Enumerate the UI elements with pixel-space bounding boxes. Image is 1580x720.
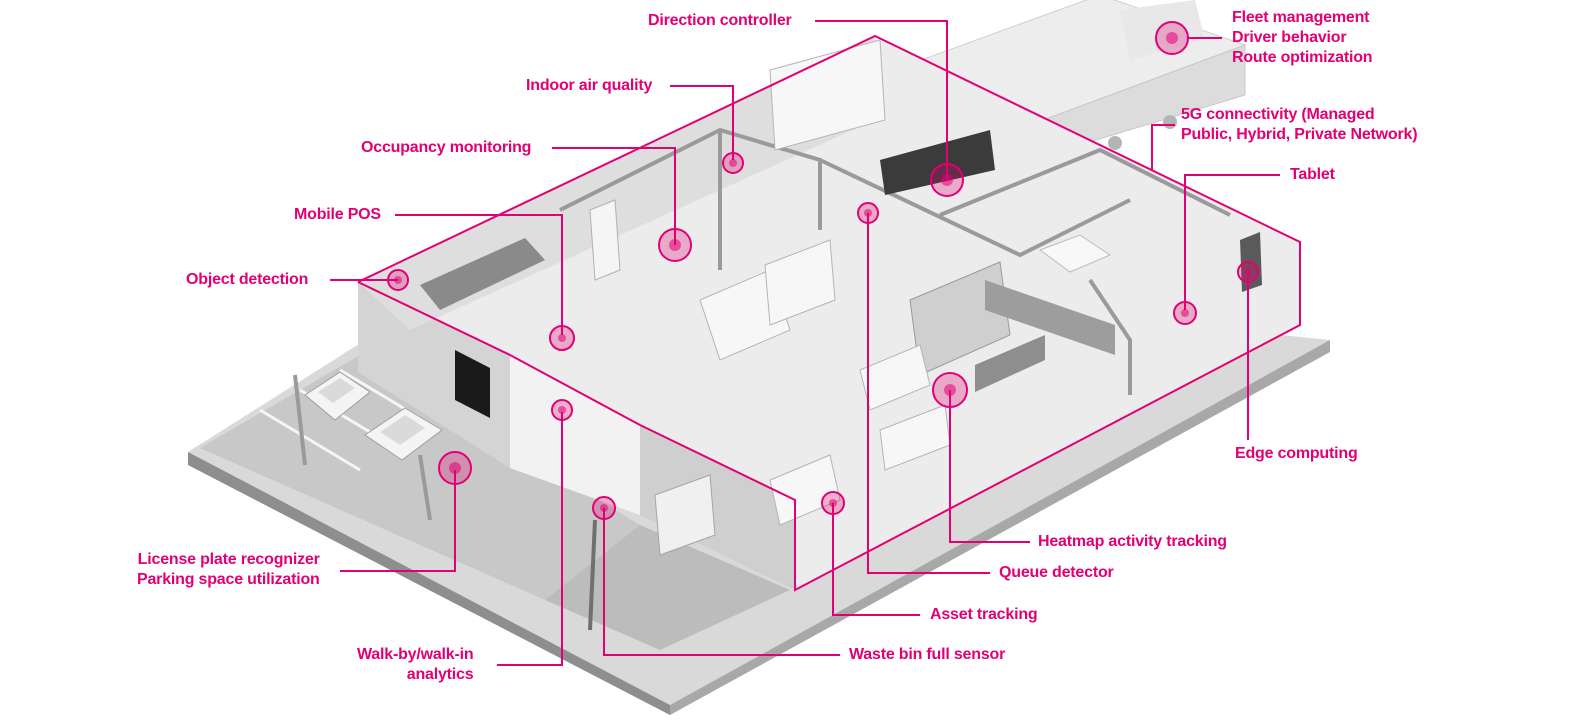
label-route-optimization: Route optimization — [1232, 49, 1373, 66]
label-walk-by-line-1: Walk-by/walk-in — [357, 646, 474, 663]
hotspot-direction-controller — [930, 163, 964, 197]
label-direction-controller: Direction controller — [648, 12, 792, 29]
hotspot-queue-detector — [857, 202, 879, 224]
parking-lot — [200, 355, 790, 650]
hotspot-occupancy-monitoring — [658, 228, 692, 262]
label-connectivity-line-1: 5G connectivity (Managed — [1181, 106, 1375, 123]
label-walk-by-group: Walk-by/walk-in analytics — [357, 645, 474, 685]
leader-lines — [330, 20, 1280, 666]
label-tablet: Tablet — [1290, 166, 1335, 183]
hotspot-asset-tracking — [821, 491, 845, 515]
car — [364, 407, 443, 461]
label-fleet-management: Fleet management — [1232, 9, 1370, 26]
hotspot-indoor-air-quality — [722, 152, 744, 174]
hotspot-tablet — [1173, 301, 1197, 325]
label-walk-by-line-2: analytics — [406, 666, 474, 683]
label-parking-space-utilization: Parking space utilization — [137, 571, 320, 588]
label-fleet-group: Fleet management Driver behavior Route o… — [1232, 8, 1373, 68]
hotspot-object-detection — [387, 269, 409, 291]
hotspot-license-plate-recognizer — [438, 451, 472, 485]
label-waste-bin-full-sensor: Waste bin full sensor — [849, 646, 1006, 663]
label-mobile-pos: Mobile POS — [294, 206, 381, 223]
label-occupancy-monitoring: Occupancy monitoring — [361, 139, 532, 156]
hotspot-waste-bin-full-sensor — [592, 496, 616, 520]
label-object-detection: Object detection — [186, 271, 309, 288]
hotspot-fleet-management — [1155, 21, 1189, 55]
hotspot-heatmap-activity-tracking — [932, 372, 968, 408]
building-outline — [357, 34, 1301, 592]
label-license-plate-group: License plate recognizer Parking space u… — [137, 550, 320, 590]
hotspot-edge-computing — [1237, 261, 1259, 283]
car — [304, 371, 371, 421]
label-license-plate-recognizer: License plate recognizer — [137, 551, 320, 568]
hotspot-walk-by-analytics — [551, 399, 573, 421]
label-heatmap-activity-tracking: Heatmap activity tracking — [1038, 533, 1227, 550]
store-interior — [420, 39, 1262, 556]
label-connectivity-line-2: Public, Hybrid, Private Network) — [1181, 126, 1418, 143]
hotspot-mobile-pos — [549, 325, 575, 351]
label-edge-computing: Edge computing — [1235, 445, 1358, 462]
label-asset-tracking: Asset tracking — [930, 606, 1038, 623]
label-queue-detector: Queue detector — [999, 564, 1114, 581]
label-connectivity-group: 5G connectivity (Managed Public, Hybrid,… — [1181, 105, 1418, 145]
label-indoor-air-quality: Indoor air quality — [526, 77, 653, 94]
label-driver-behavior: Driver behavior — [1232, 29, 1347, 46]
